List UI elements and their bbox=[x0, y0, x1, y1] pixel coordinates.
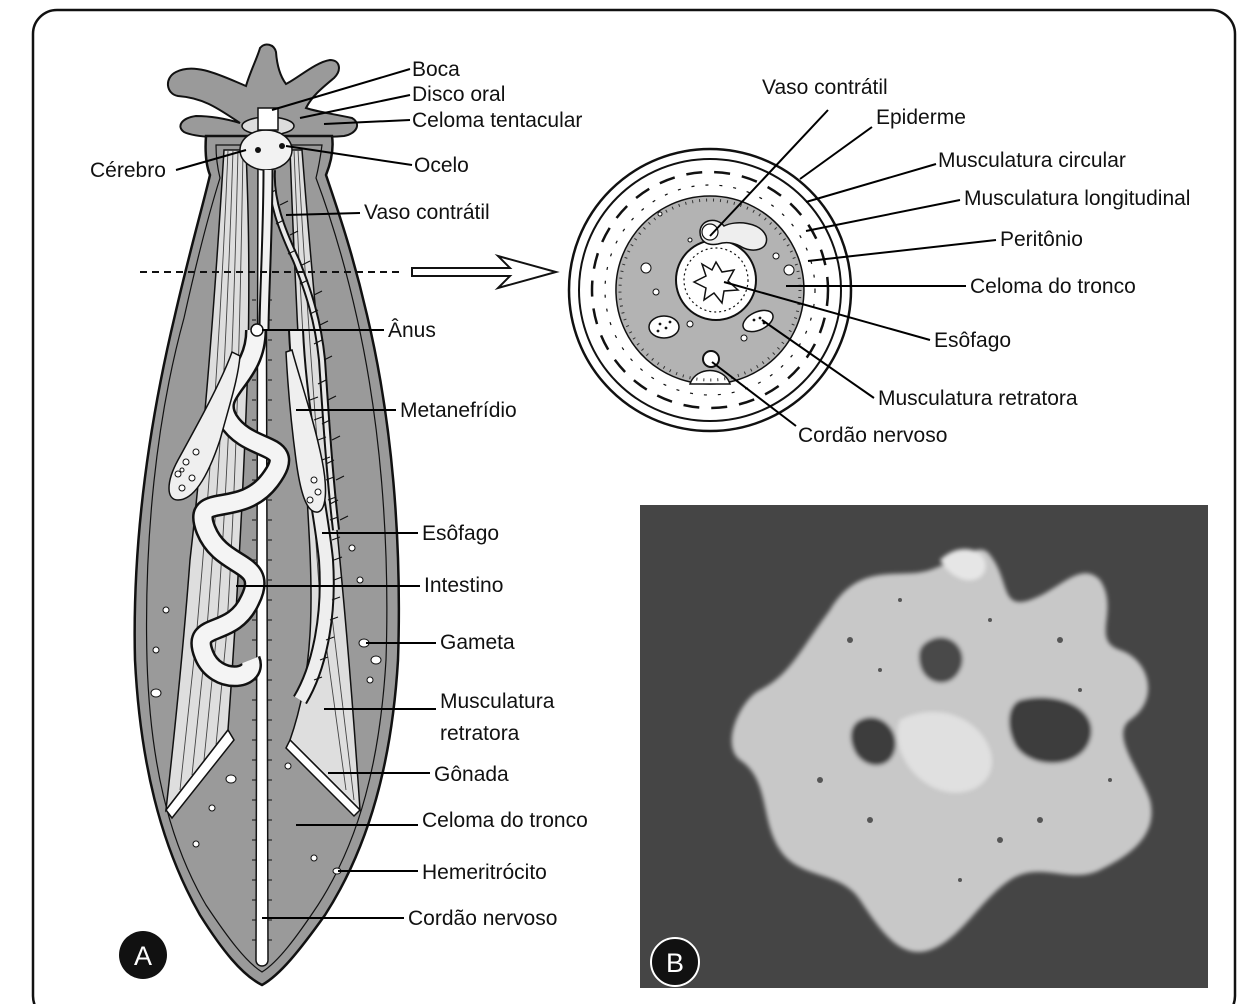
label-musculatura-retratora-line2: retratora bbox=[440, 722, 520, 745]
label-cerebro: Cérebro bbox=[90, 159, 166, 182]
cross-section-vessel-lumen bbox=[702, 224, 718, 240]
label-esofago: Esôfago bbox=[422, 522, 499, 545]
ocellus-right bbox=[279, 143, 285, 149]
label-gameta: Gameta bbox=[440, 631, 515, 654]
label-intestino: Intestino bbox=[424, 574, 503, 597]
label-metanefridio: Metanefrídio bbox=[400, 399, 517, 422]
section-arrow bbox=[412, 256, 556, 288]
label-cs-epiderme: Epiderme bbox=[876, 106, 966, 129]
badge-b-text: B bbox=[666, 948, 684, 978]
label-cordao-nervoso-a: Cordão nervoso bbox=[408, 907, 557, 930]
label-gonada: Gônada bbox=[434, 763, 509, 786]
label-boca: Boca bbox=[412, 58, 460, 81]
cross-section-illustration bbox=[569, 149, 851, 431]
label-ocelo: Ocelo bbox=[414, 154, 469, 177]
label-cs-esofago: Esôfago bbox=[934, 329, 1011, 352]
label-celoma-tentacular: Celoma tentacular bbox=[412, 109, 582, 132]
label-cs-vaso-contratil: Vaso contrátil bbox=[762, 76, 888, 99]
label-disco-oral: Disco oral bbox=[412, 83, 505, 106]
cross-section-retractor-left bbox=[649, 316, 679, 338]
ocellus-left bbox=[255, 147, 261, 153]
label-cs-peritonio: Peritônio bbox=[1000, 228, 1083, 251]
esophagus-tube-core bbox=[264, 170, 268, 330]
anus bbox=[251, 324, 263, 336]
panel-b-micrograph bbox=[640, 505, 1208, 988]
brain bbox=[240, 130, 292, 170]
label-cs-musculatura-longitudinal: Musculatura longitudinal bbox=[964, 187, 1190, 210]
badge-b: B bbox=[651, 938, 699, 986]
label-cs-musculatura-retratora: Musculatura retratora bbox=[878, 387, 1078, 410]
badge-a: A bbox=[119, 931, 167, 979]
label-vaso-contratil: Vaso contrátil bbox=[364, 201, 490, 224]
label-celoma-do-tronco-a: Celoma do tronco bbox=[422, 809, 588, 832]
label-anus: Ânus bbox=[388, 319, 436, 342]
label-cs-cordao-nervoso: Cordão nervoso bbox=[798, 424, 947, 447]
panel-a-illustration bbox=[135, 45, 556, 985]
label-musculatura-retratora-line1: Musculatura bbox=[440, 690, 555, 713]
mouth bbox=[258, 108, 278, 130]
label-cs-celoma-do-tronco: Celoma do tronco bbox=[970, 275, 1136, 298]
label-cs-musculatura-circular: Musculatura circular bbox=[938, 149, 1126, 172]
label-hemeritrocito: Hemeritrócito bbox=[422, 861, 547, 884]
badge-a-text: A bbox=[134, 941, 152, 971]
